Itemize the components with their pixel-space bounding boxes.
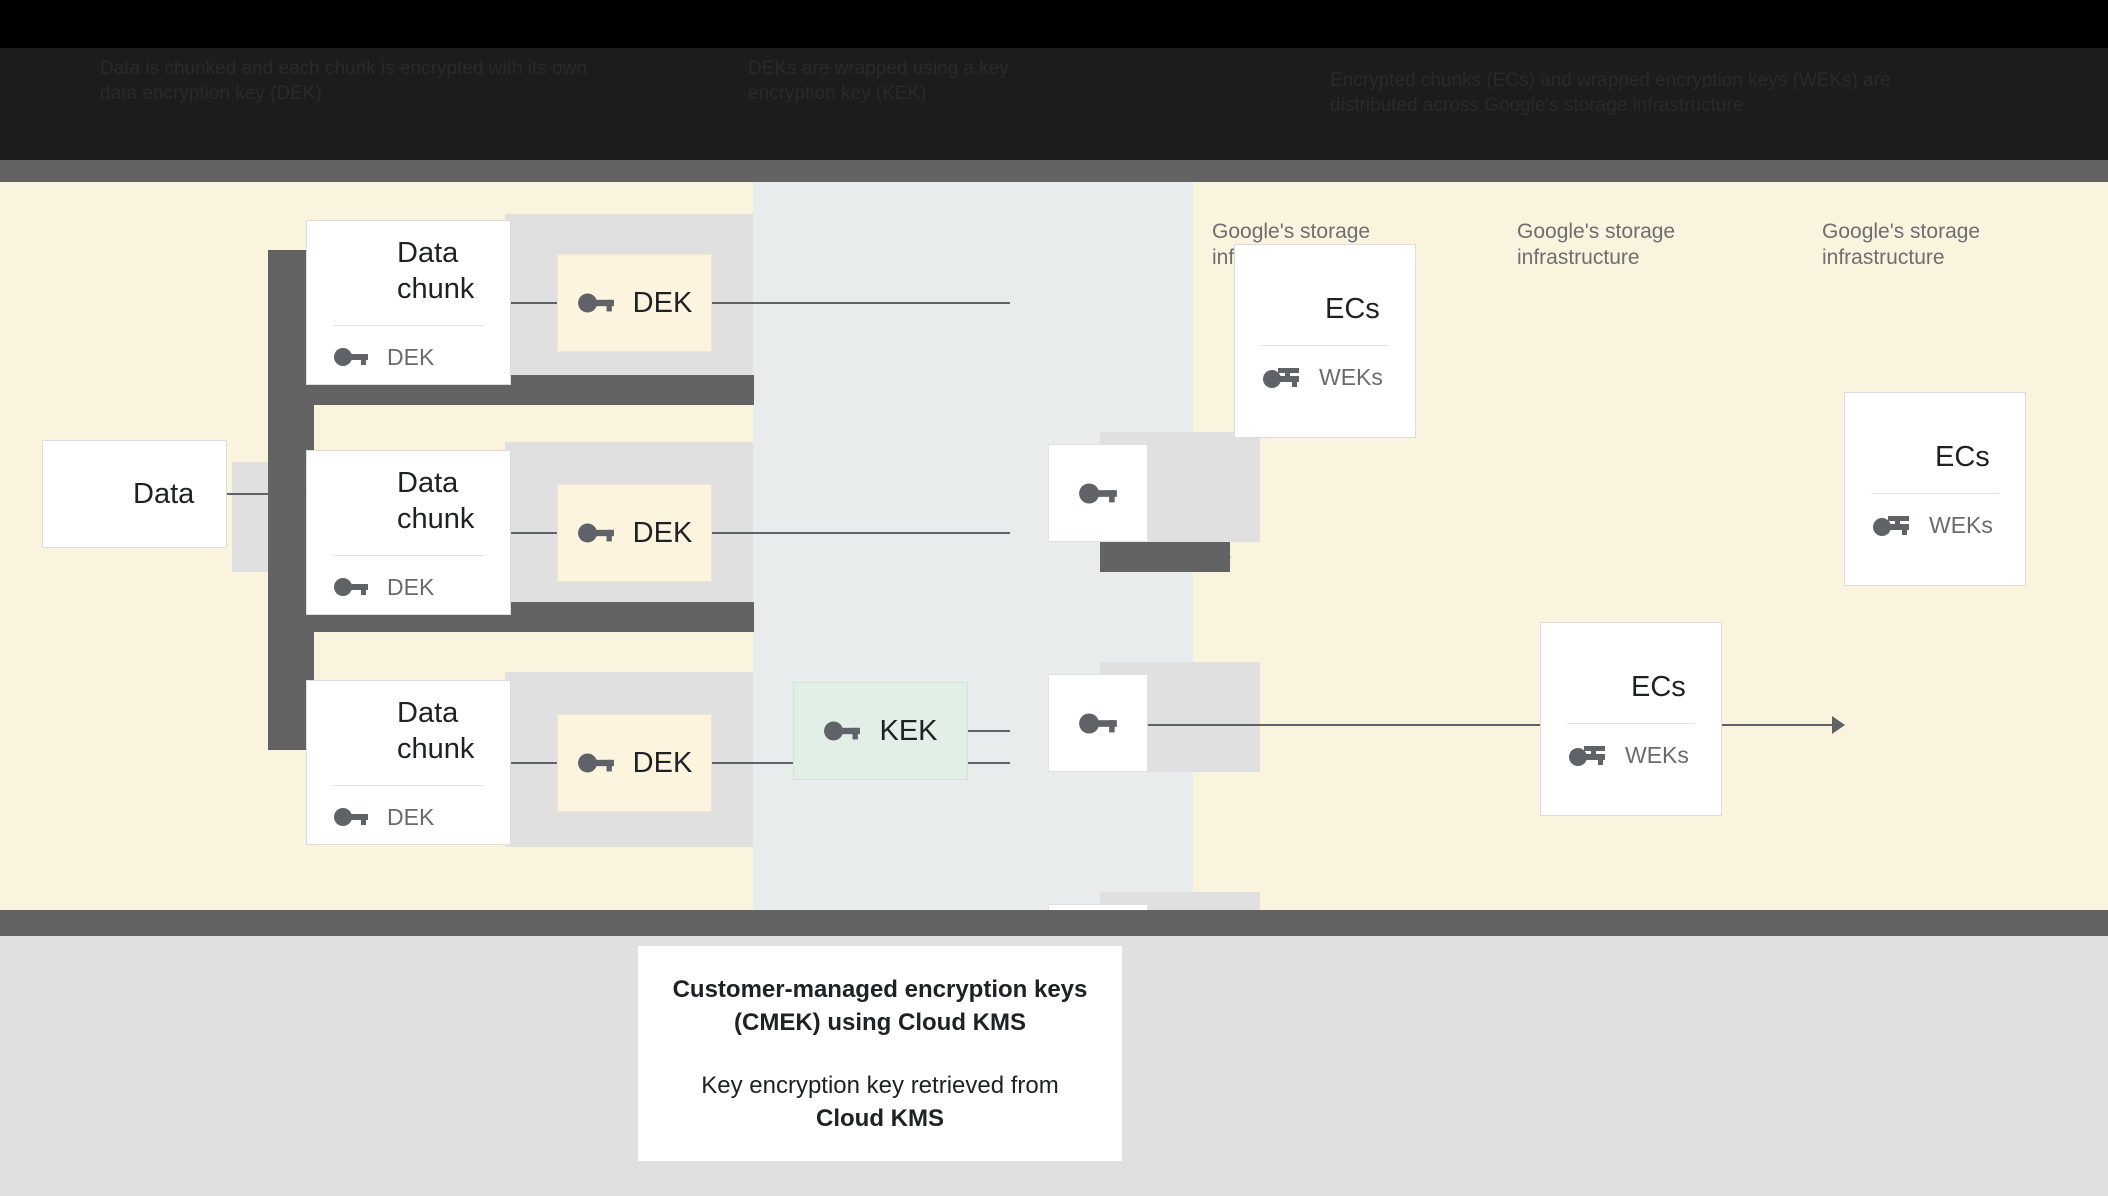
- caption-title-line2: (CMEK) using Cloud KMS: [734, 1008, 1026, 1036]
- card-data[interactable]: Data: [42, 440, 227, 548]
- double-key-icon: [1263, 367, 1299, 388]
- chunk-2-key-row: DEK: [307, 574, 510, 601]
- ec-1-divider: [1261, 345, 1389, 346]
- header-inner: Data is chunked and each chunk is encryp…: [0, 48, 2108, 160]
- chip-dek-2[interactable]: DEK: [557, 484, 712, 582]
- caption-body-line1: Key encryption key retrieved from: [701, 1071, 1059, 1099]
- line-chunk2-dek2: [511, 532, 557, 534]
- server-icon: [69, 476, 115, 512]
- card-ec-2[interactable]: ECs WEKs: [1844, 392, 2026, 586]
- chunk-2-divider: [333, 554, 484, 556]
- arrow-to-ec-1: [1218, 548, 1231, 566]
- double-key-icon: [1569, 745, 1605, 766]
- chunk-3-key-row: DEK: [307, 804, 510, 831]
- key-icon: [577, 753, 614, 773]
- key-icon: [334, 348, 368, 366]
- chunk-3-title: Data chunk: [397, 696, 475, 765]
- key-icon: [577, 293, 614, 313]
- chip-wrapped-key-2[interactable]: [1048, 674, 1148, 772]
- line-data-to-spine: [227, 493, 307, 495]
- server-icon: [333, 483, 379, 519]
- ec-3-divider: [1567, 723, 1695, 724]
- key-icon: [577, 523, 614, 543]
- double-key-icon: [1873, 515, 1909, 536]
- ec-3-key-row: WEKs: [1541, 742, 1721, 769]
- card-ec-1[interactable]: ECs WEKs: [1234, 244, 1416, 438]
- chip-dek-3-label: DEK: [632, 746, 693, 779]
- chunk-3-title-row: Data chunk: [307, 695, 510, 767]
- header-text-wrapping: DEKs are wrapped using a key encryption …: [748, 58, 1009, 104]
- line-dek1-wrap1: [712, 302, 1010, 304]
- caption-body-line2: Cloud KMS: [816, 1102, 944, 1135]
- diagram-stage: Data Data chunk DEK: [0, 182, 2108, 1002]
- chunk-3-divider: [333, 784, 484, 786]
- key-icon: [1079, 713, 1117, 733]
- header-text-chunking: Data is chunked and each chunk is encryp…: [100, 58, 587, 104]
- ec-2-title: ECs: [1935, 441, 1990, 473]
- line-kek-to-wrap: [968, 730, 1010, 732]
- wrap-to-ec-bar: [1100, 542, 1230, 572]
- ec-3-title-row: ECs: [1541, 669, 1721, 705]
- chunk-1-title-row: Data chunk: [307, 235, 510, 307]
- ec-2-divider: [1871, 493, 1999, 494]
- storage-caption-3: Google's storage infrastructure: [1822, 220, 1981, 269]
- chip-dek-1[interactable]: DEK: [557, 254, 712, 352]
- card-data-chunk-3[interactable]: Data chunk DEK: [306, 680, 511, 845]
- ec-1-key-label: WEKs: [1319, 364, 1383, 390]
- chunk-3-key-label: DEK: [387, 803, 435, 830]
- card-data-row: Data: [43, 476, 226, 512]
- key-icon: [334, 808, 368, 826]
- caption-title-line1: Customer-managed encryption keys: [672, 975, 1088, 1003]
- bottom-separator-rule: [0, 910, 2108, 936]
- ec-3-title: ECs: [1631, 671, 1686, 703]
- card-data-chunk-1[interactable]: Data chunk DEK: [306, 220, 511, 385]
- line-to-ec-2: [1148, 724, 1838, 726]
- chip-wrapped-key-1[interactable]: [1048, 444, 1148, 542]
- line-dek2-wrap2: [712, 532, 1010, 534]
- line-chunk3-dek3: [511, 762, 557, 764]
- chunk-2-title: Data chunk: [397, 466, 475, 535]
- server-icon: [1567, 669, 1613, 705]
- server-icon: [1871, 439, 1917, 475]
- ec-2-key-label: WEKs: [1929, 512, 1993, 538]
- caption-box: Customer-managed encryption keys (CMEK) …: [638, 946, 1122, 1161]
- chip-dek-1-label: DEK: [632, 286, 693, 319]
- card-ec-3[interactable]: ECs WEKs: [1540, 622, 1722, 816]
- line-chunk1-dek1: [511, 302, 557, 304]
- key-icon: [334, 578, 368, 596]
- caption-body-line2-strong: Cloud KMS: [816, 1104, 944, 1132]
- chip-kek-label: KEK: [879, 714, 938, 747]
- chunk-1-title: Data chunk: [397, 236, 475, 305]
- arrow-to-ec-2: [1832, 716, 1845, 734]
- ec-1-title-row: ECs: [1235, 291, 1415, 327]
- key-icon: [824, 721, 861, 741]
- chunk-1-key-row: DEK: [307, 344, 510, 371]
- ec-1-key-row: WEKs: [1235, 364, 1415, 391]
- server-icon: [1261, 291, 1307, 327]
- chunk-2-key-label: DEK: [387, 573, 435, 600]
- header-band: Data is chunked and each chunk is encryp…: [0, 0, 2108, 160]
- header-separator-rule: [0, 160, 2108, 182]
- chunk-2-title-row: Data chunk: [307, 465, 510, 537]
- chip-kek[interactable]: KEK: [793, 682, 968, 780]
- ec-2-key-row: WEKs: [1845, 512, 2025, 539]
- ec-3-key-label: WEKs: [1625, 742, 1689, 768]
- chunk-1-divider: [333, 324, 484, 326]
- chip-dek-3[interactable]: DEK: [557, 714, 712, 812]
- storage-caption-2: Google's storage infrastructure: [1517, 220, 1676, 269]
- header-text-distribution: Encrypted chunks (ECs) and wrapped encry…: [1330, 70, 1891, 116]
- server-icon: [333, 713, 379, 749]
- card-data-chunk-2[interactable]: Data chunk DEK: [306, 450, 511, 615]
- ec-1-title: ECs: [1325, 293, 1380, 325]
- chunk-1-key-label: DEK: [387, 343, 435, 370]
- card-data-title: Data: [133, 478, 195, 510]
- key-icon: [1079, 483, 1117, 503]
- chip-dek-2-label: DEK: [632, 516, 693, 549]
- ec-2-title-row: ECs: [1845, 439, 2025, 475]
- server-icon: [333, 253, 379, 289]
